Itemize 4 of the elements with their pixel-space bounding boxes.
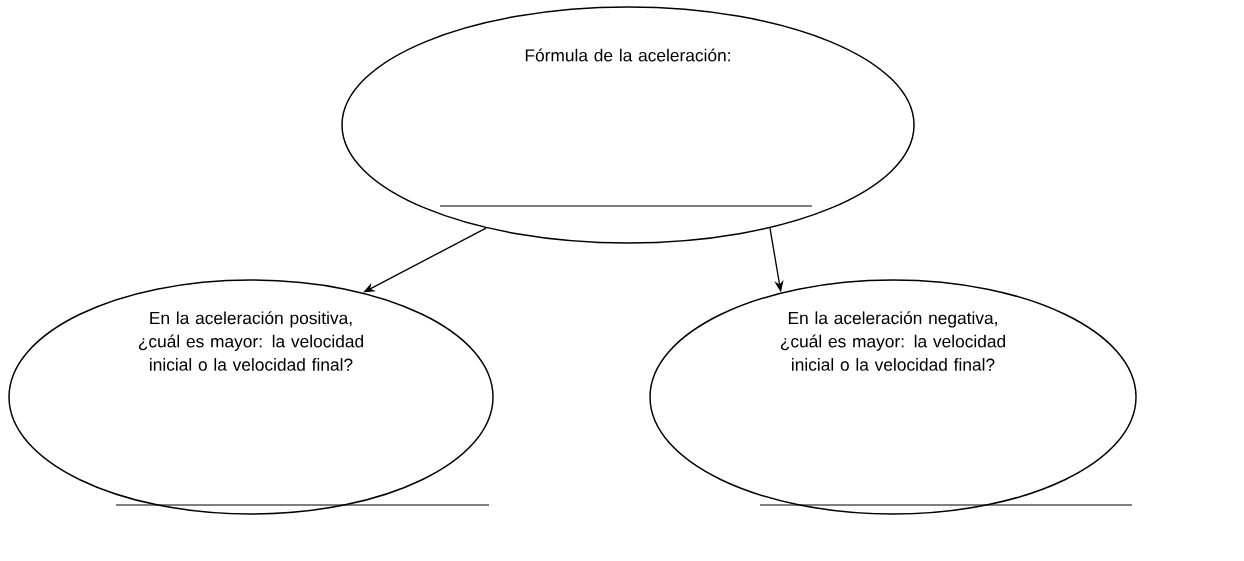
question-text: En la aceleración positiva, ¿cuál es mayor: la velocidad inicial o la velocidad final? [138,311,364,371]
arrow [363,227,487,293]
question-text: Fórmula de la aceleración: [525,48,730,62]
question-text: En la aceleración negativa, ¿cuál es mayor: la velocidad inicial o la velocidad final? [780,311,1006,371]
